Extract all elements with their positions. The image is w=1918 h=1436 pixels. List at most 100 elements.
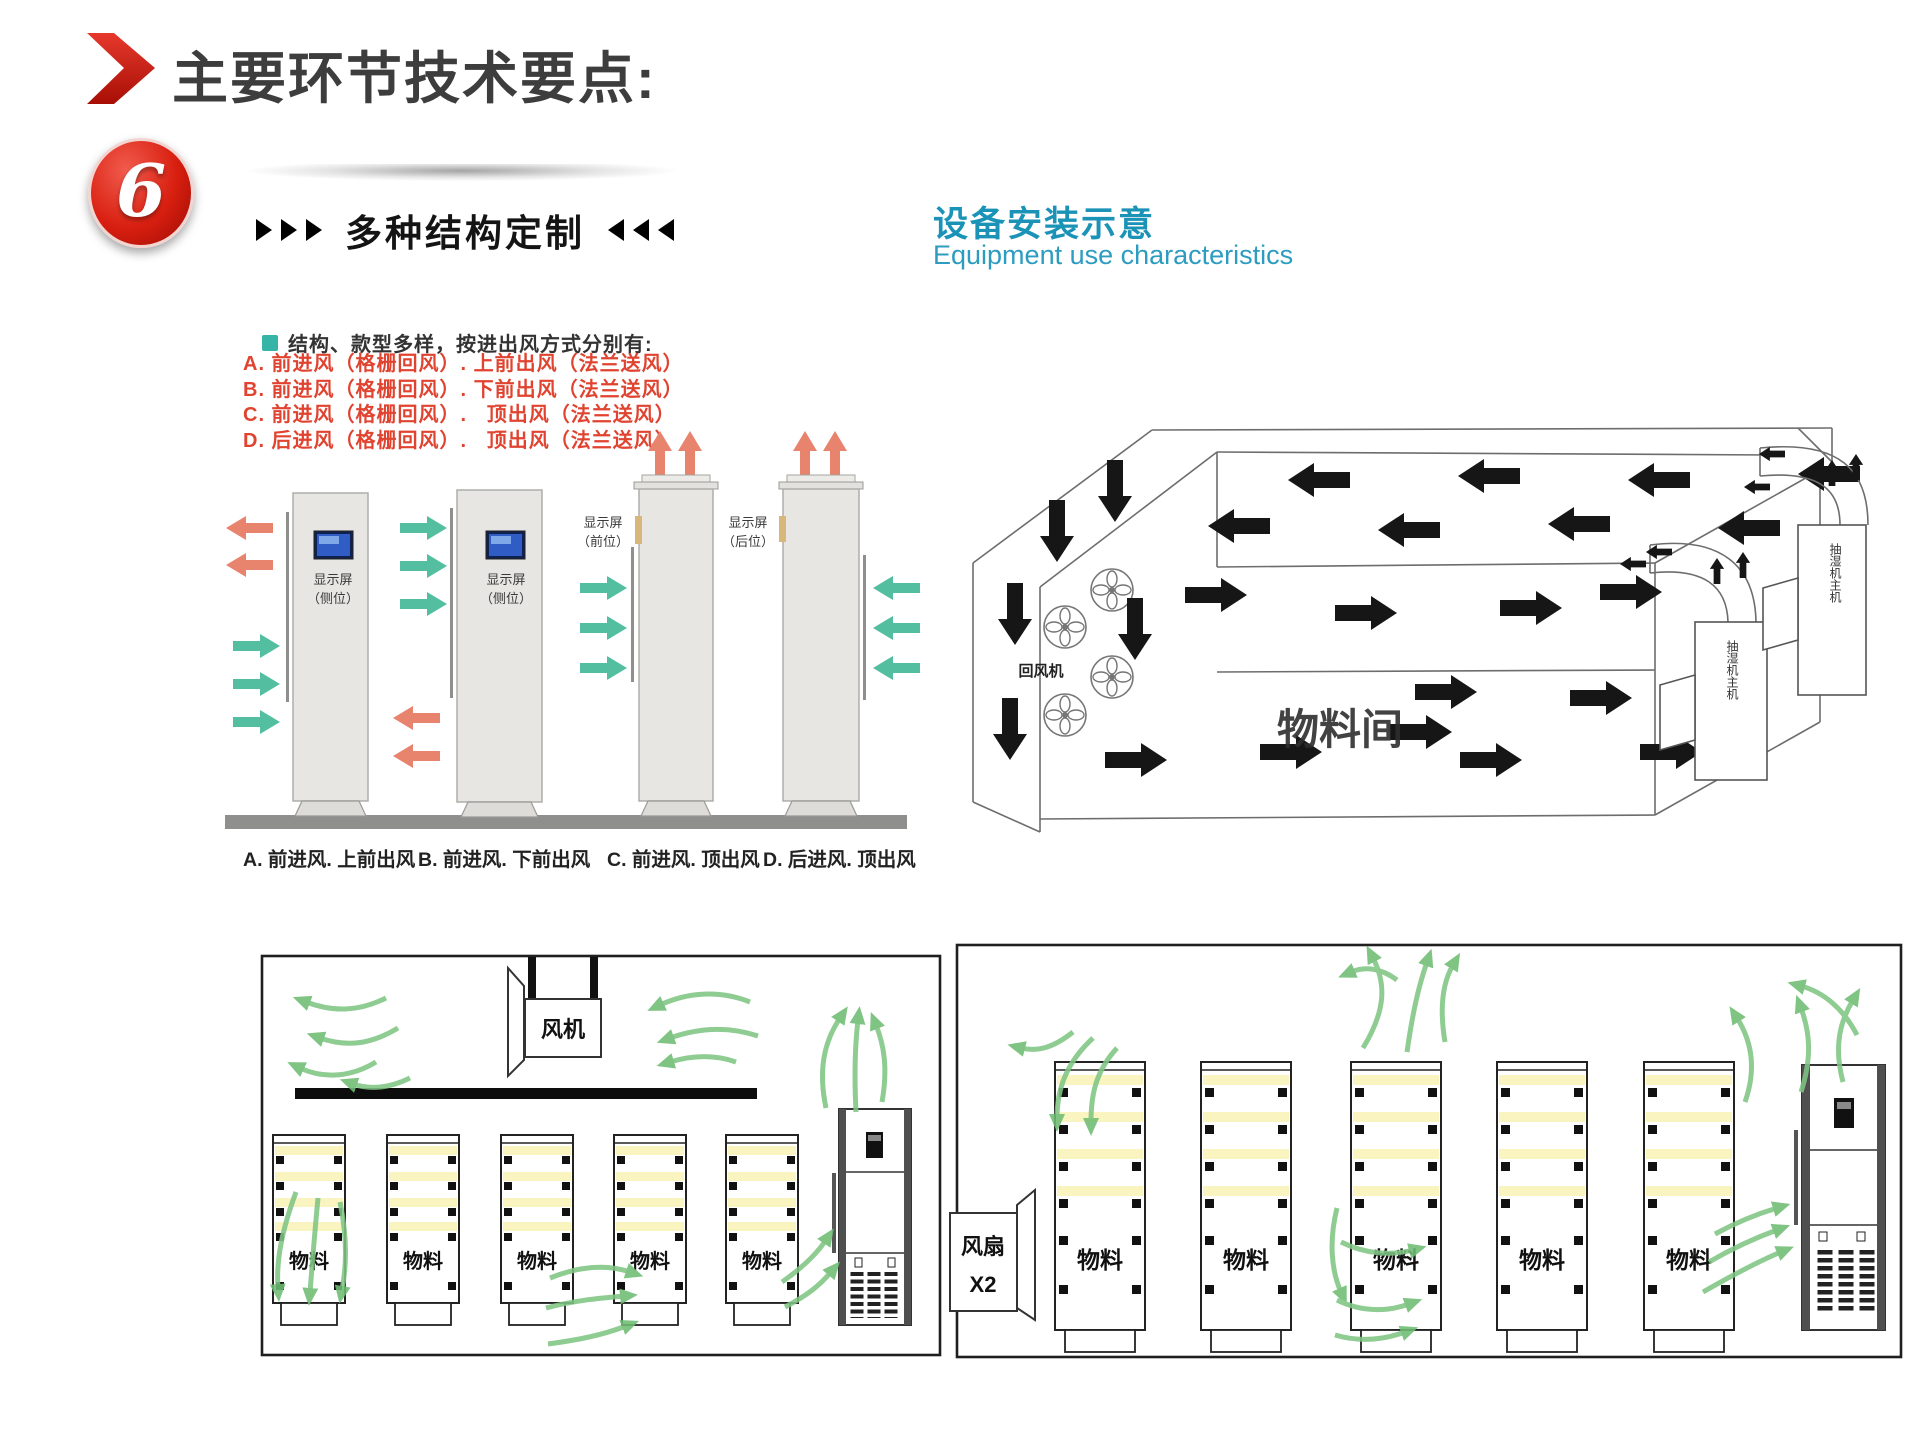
intro-line: 结构、款型多样，按进出风方式分别有: — [262, 328, 653, 357]
room-plan-right: 风扇 X2 物料 — [949, 943, 1903, 1359]
dehumidifier-units: 抽湿机主机 抽湿机主机 — [1619, 446, 1869, 781]
up-arrow-icon — [678, 431, 702, 478]
up-arrow-icon — [823, 431, 847, 478]
intro-text: 结构、款型多样，按进出风方式分别有: — [288, 334, 653, 356]
svg-text:（后位）: （后位） — [722, 534, 774, 549]
green-airflow-arrows — [269, 991, 888, 1347]
svg-text:物料: 物料 — [403, 1249, 443, 1273]
triangle-left-icon — [658, 219, 674, 241]
right-arrow-icon — [400, 516, 447, 540]
svg-text:B. 前进风. 下前出风: B. 前进风. 下前出风 — [418, 848, 591, 871]
install-title-en: Equipment use characteristics — [933, 240, 1294, 270]
tower-captions: A. 前进风. 上前出风 B. 前进风. 下前出风 C. 前进风. 顶出风 D.… — [243, 848, 916, 871]
material-rack: 物料 — [1643, 1061, 1735, 1353]
dehumidifier-label: 抽湿机主机 — [1725, 640, 1739, 700]
fan-label: 风机 — [541, 1017, 585, 1042]
right-arrow-icon — [580, 656, 627, 680]
svg-text:物料: 物料 — [1077, 1247, 1123, 1273]
fan-icon — [1043, 693, 1087, 737]
room-wireframe — [972, 427, 1833, 833]
section-number-badge: 6 — [88, 138, 194, 248]
room-plan-left: 风机 物料 — [260, 954, 942, 1357]
material-rack: 物料 — [386, 1134, 460, 1326]
svg-text:物料: 物料 — [289, 1249, 329, 1273]
svg-text:物料: 物料 — [1223, 1247, 1269, 1273]
svg-text:A. 前进风. 上前出风: A. 前进风. 上前出风 — [243, 848, 416, 871]
triangle-right-icon — [256, 219, 272, 241]
svg-text:显示屏: 显示屏 — [486, 572, 525, 587]
fan-icon — [1090, 655, 1134, 699]
up-arrow-icon — [648, 431, 672, 478]
left-arrow-icon — [393, 706, 440, 730]
svg-text:显示屏: 显示屏 — [728, 515, 767, 530]
svg-text:物料: 物料 — [1666, 1247, 1712, 1273]
return-fan-group: 回风机 — [1018, 568, 1134, 737]
triangle-right-icon — [306, 219, 322, 241]
return-fan-label: 回风机 — [1018, 662, 1063, 680]
dehumidifier-cabinet — [1794, 1064, 1886, 1331]
left-arrow-icon — [873, 616, 920, 640]
svg-text:显示屏: 显示屏 — [313, 572, 352, 587]
badge-number: 6 — [115, 148, 167, 233]
up-arrow-icon — [793, 431, 817, 478]
tower-c: 显示屏 （前位） — [577, 431, 719, 817]
install-title-zh: 设备安装示意 — [933, 205, 1156, 244]
floor-bar — [225, 815, 907, 829]
tower-b: 显示屏 （侧位） — [393, 489, 543, 818]
svg-text:（侧位）: （侧位） — [307, 591, 359, 606]
tower-d: 显示屏 （后位） — [722, 431, 920, 817]
option-d: D. 后进风（格栅回风）. 顶出风（法兰送风） — [243, 429, 676, 452]
material-rack: 物料 — [613, 1134, 687, 1326]
ceiling-fan-unit: 风机 — [507, 957, 602, 1079]
option-list: A. 前进风（格栅回风）. 上前出风（法兰送风） B. 前进风（格栅回风）. 下… — [243, 352, 684, 454]
fan-label: 风扇 — [961, 1234, 1005, 1259]
green-airflow-arrows — [1007, 945, 1861, 1342]
triangle-left-icon — [633, 219, 649, 241]
right-arrow-icon — [580, 616, 627, 640]
triangle-left-icon — [608, 219, 624, 241]
svg-text:物料: 物料 — [742, 1249, 782, 1273]
left-arrow-icon — [873, 576, 920, 600]
svg-text:（前位）: （前位） — [577, 534, 629, 549]
dehumidifier-label: 抽湿机主机 — [1828, 543, 1842, 603]
tower-units-diagram: 显示屏 （侧位） 显示屏 （侧位） — [225, 431, 920, 871]
right-arrow-icon — [233, 634, 280, 658]
material-room-label: 物料间 — [1277, 706, 1403, 753]
fan-icon — [1090, 568, 1134, 612]
left-arrow-icon — [226, 553, 273, 577]
option-c: C. 前进风（格栅回风）. 顶出风（法兰送风） — [243, 404, 676, 426]
left-arrow-icon — [873, 656, 920, 680]
material-rack: 物料 — [725, 1134, 799, 1326]
section-heading: 多种结构定制 — [250, 203, 680, 257]
svg-text:C. 前进风. 顶出风: C. 前进风. 顶出风 — [607, 848, 760, 871]
svg-text:物料: 物料 — [517, 1249, 557, 1273]
svg-text:（侧位）: （侧位） — [480, 591, 532, 606]
right-arrow-icon — [233, 672, 280, 696]
left-arrow-icon — [226, 516, 273, 540]
chevron-icon — [87, 33, 155, 104]
material-rack: 物料 — [1350, 1061, 1442, 1353]
material-rack: 物料 — [1200, 1061, 1292, 1353]
fan-icon — [1043, 605, 1087, 649]
vent-louvers — [850, 1272, 898, 1318]
material-rack: 物料 — [500, 1134, 574, 1326]
right-arrow-icon — [580, 576, 627, 600]
left-arrow-icon — [393, 744, 440, 768]
section-title: 多种结构定制 — [345, 213, 585, 254]
option-a: A. 前进风（格栅回风）. 上前出风（法兰送风） — [243, 353, 684, 375]
svg-text:物料: 物料 — [630, 1249, 670, 1273]
right-arrow-icon — [400, 592, 447, 616]
beam-bar — [295, 1088, 757, 1099]
right-arrow-icon — [400, 554, 447, 578]
vent-louvers — [1817, 1250, 1875, 1314]
rack-row: 物料 物料 — [1054, 1061, 1735, 1353]
svg-text:物料: 物料 — [1519, 1247, 1565, 1273]
material-rack: 物料 — [1496, 1061, 1588, 1353]
option-b: B. 前进风（格栅回风）. 下前出风（法兰送风） — [243, 378, 684, 401]
room-3d-diagram: 回风机 — [972, 427, 1869, 833]
triangle-right-icon — [281, 219, 297, 241]
page-title: 主要环节技术要点: — [172, 47, 657, 110]
fan-qty-label: X2 — [970, 1272, 997, 1297]
svg-text:显示屏: 显示屏 — [583, 515, 622, 530]
